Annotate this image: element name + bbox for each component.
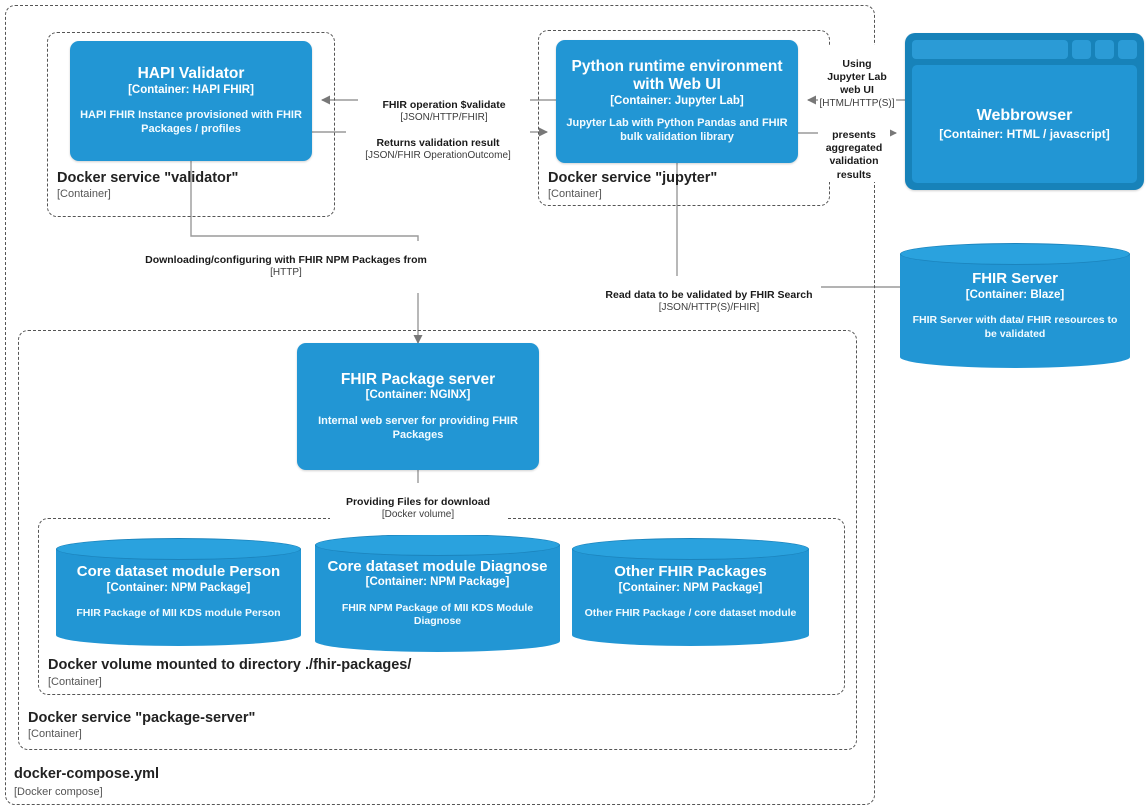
edge-label-validation-result: Returns validation result [JSON/FHIR Ope… [346, 124, 530, 176]
edge-label-validate-tech: [JSON/HTTP/FHIR] [400, 112, 488, 124]
module-diagnose-body [315, 545, 560, 641]
node-fhir-server-title: FHIR Server [972, 270, 1058, 288]
node-module-person-desc: FHIR Package of MII KDS module Person [76, 607, 281, 620]
node-fhir-server-desc: FHIR Server with data/ FHIR resources to… [912, 314, 1118, 340]
node-fhir-package-server-tech: [Container: NGINX] [365, 389, 471, 402]
boundary-service-jupyter-label: Docker service "jupyter" [548, 170, 718, 186]
other-packages-text: Other FHIR Packages [Container: NPM Pack… [572, 549, 809, 635]
boundary-service-validator [47, 32, 335, 217]
boundary-docker-compose [5, 5, 875, 805]
browser-button-icon-2[interactable] [1095, 40, 1114, 59]
edge-label-download-packages-text: Downloading/configuring with FHIR NPM Pa… [145, 254, 427, 267]
node-hapi-validator-desc: HAPI FHIR Instance provisioned with FHIR… [80, 109, 302, 136]
module-diagnose-bottom [315, 630, 560, 652]
edge-label-presents-results-text: presents aggregated validation results [825, 129, 883, 181]
module-person-body [56, 549, 301, 635]
boundary-docker-volume-label: Docker volume mounted to directory ./fhi… [48, 657, 412, 673]
browser-button-icon-3[interactable] [1118, 40, 1137, 59]
module-person-bottom [56, 624, 301, 646]
database-cylinder-icon [900, 243, 1130, 265]
node-fhir-server-tech: [Container: Blaze] [965, 288, 1065, 301]
edge-label-read-data-text: Read data to be validated by FHIR Search [605, 289, 813, 302]
edge-label-read-data-tech: [JSON/HTTP(S)/FHIR] [658, 302, 760, 314]
node-other-packages-title: Other FHIR Packages [614, 563, 767, 581]
boundary-service-jupyter-tech: [Container] [548, 188, 602, 200]
node-hapi-validator[interactable]: HAPI Validator [Container: HAPI FHIR] HA… [70, 41, 312, 161]
node-webbrowser-title: Webbrowser [976, 106, 1073, 124]
node-fhir-package-server[interactable]: FHIR Package server [Container: NGINX] I… [297, 343, 539, 470]
database-cylinder-icon [572, 538, 809, 560]
database-cylinder-icon [56, 538, 301, 560]
browser-viewport: Webbrowser [Container: HTML / javascript… [912, 65, 1137, 183]
fhir-server-text: FHIR Server [Container: Blaze] FHIR Serv… [900, 254, 1130, 357]
node-module-person[interactable]: Core dataset module Person [Container: N… [56, 538, 301, 646]
boundary-service-package-server-label: Docker service "package-server" [28, 710, 256, 726]
node-python-runtime-desc: Jupyter Lab with Python Pandas and FHIR … [566, 117, 788, 144]
edge-label-validation-result-tech: [JSON/FHIR OperationOutcome] [365, 150, 511, 162]
node-other-packages-desc: Other FHIR Package / core dataset module [584, 607, 797, 620]
edge-label-validate-text: FHIR operation $validate [382, 99, 506, 112]
module-person-text: Core dataset module Person [Container: N… [56, 549, 301, 635]
edge-label-validation-result-text: Returns validation result [376, 137, 500, 150]
boundary-service-package-server [18, 330, 857, 750]
node-module-diagnose-desc: FHIR NPM Package of MII KDS Module Diagn… [341, 601, 534, 628]
node-module-diagnose-tech: [Container: NPM Package] [365, 576, 510, 589]
boundary-docker-compose-label: docker-compose.yml [14, 766, 160, 782]
fhir-server-body [900, 254, 1130, 357]
fhir-server-bottom [900, 346, 1130, 368]
boundary-docker-compose-tech: [Docker compose] [14, 786, 103, 798]
node-hapi-validator-title: HAPI Validator [137, 65, 245, 83]
node-module-person-tech: [Container: NPM Package] [106, 581, 251, 594]
boundary-service-validator-label: Docker service "validator" [57, 170, 239, 186]
node-module-diagnose[interactable]: Core dataset module Diagnose [Container:… [315, 534, 560, 652]
node-fhir-package-server-desc: Internal web server for providing FHIR P… [318, 414, 518, 441]
other-packages-body [572, 549, 809, 635]
node-fhir-server[interactable]: FHIR Server [Container: Blaze] FHIR Serv… [900, 243, 1130, 368]
node-module-diagnose-title: Core dataset module Diagnose [327, 557, 548, 575]
edge-label-providing-files: Providing Files for download [Docker vol… [330, 483, 506, 535]
module-diagnose-text: Core dataset module Diagnose [Container:… [315, 545, 560, 641]
other-packages-bottom [572, 624, 809, 646]
node-python-runtime-title: Python runtime environment with Web UI [571, 58, 783, 93]
edge-label-read-data: Read data to be validated by FHIR Search… [597, 276, 821, 328]
boundary-service-package-server-tech: [Container] [28, 728, 82, 740]
node-webbrowser-tech: [Container: HTML / javascript] [939, 127, 1110, 141]
browser-chrome [912, 40, 1137, 59]
boundary-docker-volume-tech: [Container] [48, 676, 102, 688]
browser-button-icon-1[interactable] [1072, 40, 1091, 59]
node-webbrowser[interactable]: Webbrowser [Container: HTML / javascript… [905, 33, 1144, 190]
node-other-packages-tech: [Container: NPM Package] [618, 581, 763, 594]
edge-label-providing-files-tech: [Docker volume] [381, 509, 455, 521]
node-fhir-package-server-title: FHIR Package server [340, 370, 496, 388]
node-python-runtime-tech: [Container: Jupyter Lab] [610, 94, 744, 107]
browser-url-bar[interactable] [912, 40, 1068, 59]
edge-label-download-packages: Downloading/configuring with FHIR NPM Pa… [145, 241, 427, 293]
edge-label-using-webui: Using Jupyter Lab web UI [HTML/HTTP(S)] [818, 45, 896, 124]
node-module-person-title: Core dataset module Person [76, 563, 281, 581]
edge-label-presents-results: presents aggregated validation results [818, 116, 890, 182]
node-python-runtime[interactable]: Python runtime environment with Web UI [… [556, 40, 798, 163]
edge-label-using-webui-tech: [HTML/HTTP(S)] [819, 97, 895, 109]
edge-label-download-packages-tech: [HTTP] [270, 267, 302, 279]
edge-label-using-webui-text: Using Jupyter Lab web UI [827, 58, 887, 97]
boundary-service-validator-tech: [Container] [57, 188, 111, 200]
node-other-packages[interactable]: Other FHIR Packages [Container: NPM Pack… [572, 538, 809, 646]
edge-label-providing-files-text: Providing Files for download [345, 496, 491, 509]
node-hapi-validator-tech: [Container: HAPI FHIR] [128, 83, 254, 96]
